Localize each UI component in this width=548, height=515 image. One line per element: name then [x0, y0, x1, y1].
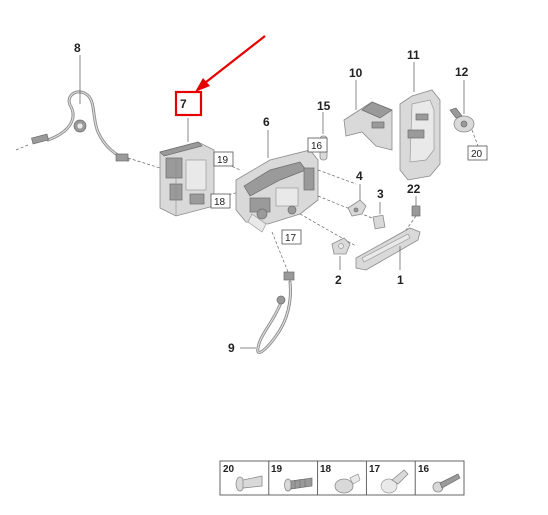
svg-text:18: 18 — [320, 464, 332, 475]
legend-cell-19: 19 — [271, 464, 313, 492]
svg-text:18: 18 — [214, 197, 226, 208]
boxed-ref-18: 18 — [210, 193, 231, 209]
svg-text:20: 20 — [223, 464, 235, 475]
highlight-box — [174, 90, 203, 117]
callout-10: 10 — [349, 66, 363, 80]
part-10-bracket[interactable] — [343, 101, 393, 151]
boxed-ref-16: 16 — [307, 137, 328, 153]
svg-text:16: 16 — [418, 464, 430, 475]
highlight-arrow — [195, 35, 266, 92]
boxed-ref-20: 20 — [467, 145, 488, 161]
part-12-lever[interactable] — [449, 107, 475, 133]
part-8-cable[interactable] — [15, 90, 161, 169]
callout-3: 3 — [377, 187, 384, 201]
svg-text:17: 17 — [369, 464, 381, 475]
callout-7: 7 — [180, 97, 187, 111]
part-6-door-lock[interactable] — [235, 149, 319, 233]
callout-9: 9 — [228, 341, 235, 355]
legend-cell-20: 20 — [223, 464, 263, 492]
callout-22: 22 — [407, 182, 421, 196]
part-9-cable[interactable] — [256, 231, 295, 354]
boxed-ref-19: 19 — [213, 151, 234, 167]
svg-text:20: 20 — [471, 149, 483, 160]
legend-cell-18: 18 — [320, 464, 361, 494]
svg-text:17: 17 — [285, 233, 297, 244]
boxed-ref-17: 17 — [281, 229, 302, 245]
part-3-plate[interactable] — [372, 214, 386, 230]
svg-text:19: 19 — [217, 155, 229, 166]
callout-15: 15 — [317, 99, 331, 113]
part-4-bracket[interactable] — [347, 199, 367, 217]
callout-4: 4 — [356, 169, 363, 183]
fastener-legend: 20 19 18 17 16 — [219, 460, 465, 496]
svg-text:16: 16 — [311, 141, 323, 152]
callout-12: 12 — [455, 65, 469, 79]
callout-6-shown: 6 — [263, 115, 270, 129]
legend-cell-16: 16 — [418, 464, 461, 493]
part-2-gasket[interactable] — [331, 237, 351, 255]
part-22-screw[interactable] — [411, 205, 421, 217]
part-7-actuator[interactable] — [159, 141, 215, 217]
part-1-handle[interactable] — [355, 227, 421, 271]
callout-8: 8 — [74, 41, 81, 55]
callout-2: 2 — [335, 273, 342, 287]
part-11-handle-cover[interactable] — [399, 89, 441, 181]
legend-cell-17: 17 — [369, 464, 409, 494]
callout-1: 1 — [397, 273, 404, 287]
svg-text:19: 19 — [271, 464, 283, 475]
callout-11: 11 — [407, 48, 420, 62]
